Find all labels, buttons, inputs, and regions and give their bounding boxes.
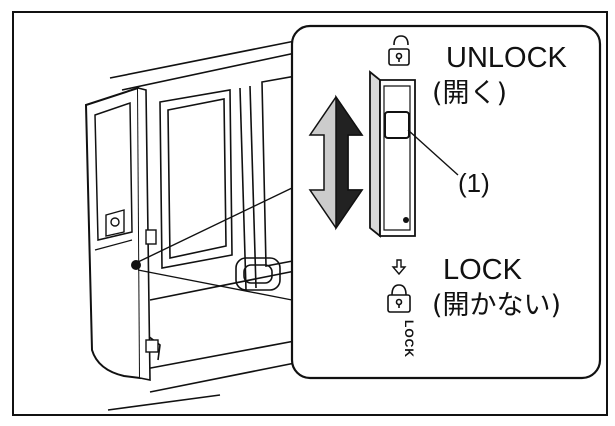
lock-lever-panel — [369, 70, 459, 238]
callout-box — [290, 24, 602, 380]
lock-japanese-label: (開かない) — [432, 290, 562, 321]
unlock-padlock-icon — [388, 35, 410, 66]
part-number-label: (1) — [458, 168, 490, 198]
rear-door — [84, 86, 159, 381]
unlock-japanese-label: (開く) — [432, 78, 508, 109]
up-down-arrow-icon — [308, 94, 364, 231]
lock-padlock-icon — [387, 284, 411, 313]
callout-leader — [137, 187, 293, 301]
down-arrow-icon — [391, 259, 407, 276]
lock-vertical-label: LOCK — [402, 320, 416, 358]
lock-label: LOCK — [443, 254, 522, 286]
unlock-label: UNLOCK — [446, 42, 567, 74]
